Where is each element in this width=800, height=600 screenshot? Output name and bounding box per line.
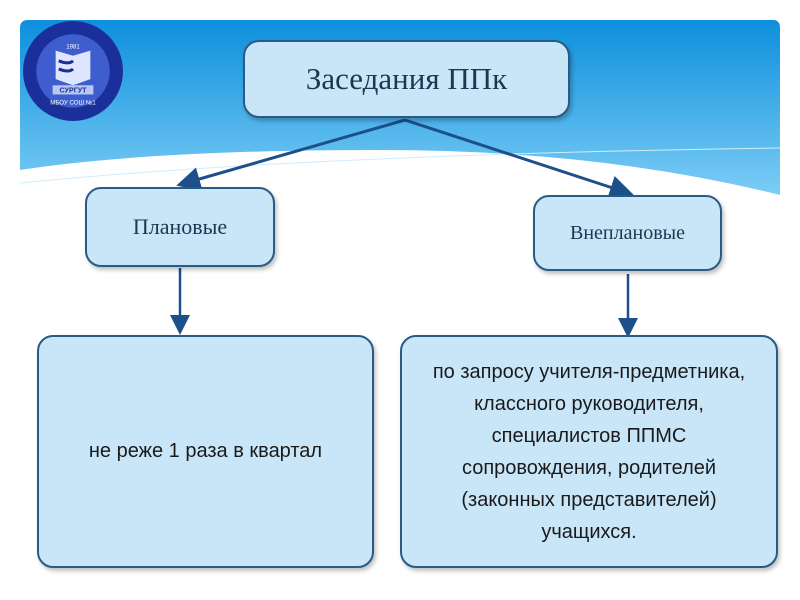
logo-city: СУРГУТ (59, 86, 87, 94)
logo-year: 1981 (66, 44, 80, 51)
arrow-root-to-right (404, 118, 634, 199)
unplanned-detail-text: по запросу учителя-предметника, классног… (432, 360, 746, 543)
root-node: Заседания ППк (243, 40, 570, 118)
unplanned-node: Внеплановые (533, 195, 722, 271)
unplanned-label: Внеплановые (570, 221, 685, 244)
planned-label: Плановые (132, 214, 228, 239)
logo-school: МБОУ СОШ №1 (50, 100, 96, 107)
planned-detail-text: не реже 1 раза в квартал (88, 440, 323, 462)
arrow-root-to-left (176, 118, 406, 191)
planned-node: Плановые (85, 187, 275, 267)
school-logo: 1981 СУРГУТ МБОУ СОШ №1 (23, 21, 123, 121)
root-label: Заседания ППк (305, 61, 508, 96)
planned-detail-node: не реже 1 раза в квартал (37, 335, 374, 568)
connector-arrows (170, 118, 638, 338)
unplanned-detail-node: по запросу учителя-предметника, классног… (400, 335, 778, 568)
